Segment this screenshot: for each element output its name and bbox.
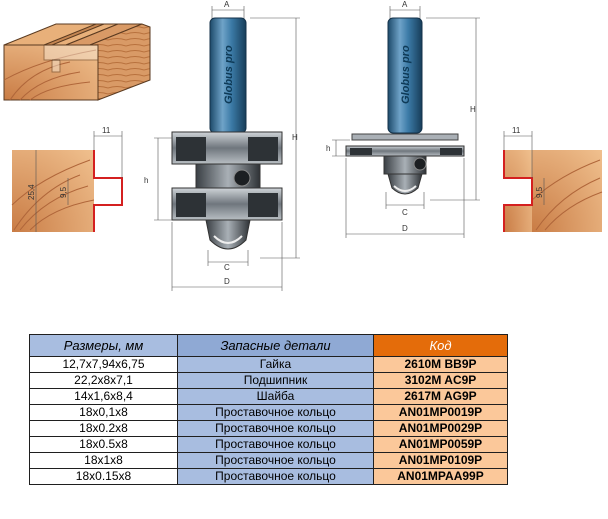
dim-c-center: C <box>224 263 230 272</box>
technical-drawing: 11 25,4 9,5 11 9,5 A Globus pro <box>3 0 603 291</box>
dim-c-right: C <box>402 208 408 217</box>
brand-logo-right: Globus pro <box>400 45 412 104</box>
table-row: 18x1x8 Проставочное кольцо AN01MP0109P <box>29 452 508 469</box>
cell-part: Проставочное кольцо <box>177 404 374 421</box>
cell-part: Гайка <box>177 356 374 373</box>
profile-left-width: 11 <box>102 126 111 135</box>
cell-code: AN01MPAA99P <box>373 468 508 485</box>
table-row: 18x0.2x8 Проставочное кольцо AN01MP0029P <box>29 420 508 437</box>
cell-size: 18x0.5x8 <box>29 436 178 453</box>
dim-h-small-center: h <box>144 176 148 185</box>
cell-part: Проставочное кольцо <box>177 436 374 453</box>
table-row: 14x1,6x8,4 Шайба 2617M AG9P <box>29 388 508 405</box>
header-code: Код <box>373 334 508 357</box>
table-row: 12,7x7,94x6,75 Гайка 2610M BB9P <box>29 356 508 373</box>
brand-logo-center: Globus pro <box>223 45 235 104</box>
dim-d-right: D <box>402 224 408 233</box>
cell-code: AN01MP0029P <box>373 420 508 437</box>
cell-size: 14x1,6x8,4 <box>29 388 178 405</box>
cell-size: 18x0,1x8 <box>29 404 178 421</box>
spare-parts-table: Размеры, мм Запасные детали Код 12,7x7,9… <box>29 334 508 485</box>
table-header-row: Размеры, мм Запасные детали Код <box>29 334 508 357</box>
profile-left-height: 25,4 <box>27 184 36 200</box>
router-bit-two-blades: A Globus pro h H C D <box>144 0 300 291</box>
dim-d-center: D <box>224 277 230 286</box>
profile-right-slot: 9,5 <box>535 186 544 198</box>
cell-code: 3102M AC9P <box>373 372 508 389</box>
dim-h-small-right: h <box>326 144 330 153</box>
cell-part: Подшипник <box>177 372 374 389</box>
table-row: 18x0.15x8 Проставочное кольцо AN01MPAA99… <box>29 468 508 485</box>
cell-size: 18x0.2x8 <box>29 420 178 437</box>
profile-right-width: 11 <box>512 126 521 135</box>
cell-part: Шайба <box>177 388 374 405</box>
router-bit-single-blade: A Globus pro h H C D <box>326 0 480 238</box>
cell-code: 2610M BB9P <box>373 356 508 373</box>
cell-code: 2617M AG9P <box>373 388 508 405</box>
dim-h-large-right: H <box>470 105 476 114</box>
cell-size: 12,7x7,94x6,75 <box>29 356 178 373</box>
cell-part: Проставочное кольцо <box>177 452 374 469</box>
cell-code: AN01MP0019P <box>373 404 508 421</box>
wood-joint-illustration <box>3 23 151 101</box>
table-row: 22,2x8x7,1 Подшипник 3102M AC9P <box>29 372 508 389</box>
left-profile: 11 25,4 9,5 <box>11 126 123 232</box>
table-row: 18x0.5x8 Проставочное кольцо AN01MP0059P <box>29 436 508 453</box>
dim-a-right: A <box>402 0 408 9</box>
cell-part: Проставочное кольцо <box>177 468 374 485</box>
cell-code: AN01MP0109P <box>373 452 508 469</box>
cell-part: Проставочное кольцо <box>177 420 374 437</box>
header-part: Запасные детали <box>177 334 374 357</box>
profile-left-slot: 9,5 <box>59 186 68 198</box>
right-profile: 11 9,5 <box>503 126 603 232</box>
dim-a-center: A <box>224 0 230 9</box>
cell-size: 18x1x8 <box>29 452 178 469</box>
header-size: Размеры, мм <box>29 334 178 357</box>
cell-size: 18x0.15x8 <box>29 468 178 485</box>
table-row: 18x0,1x8 Проставочное кольцо AN01MP0019P <box>29 404 508 421</box>
dim-h-large-center: H <box>292 133 298 142</box>
cell-code: AN01MP0059P <box>373 436 508 453</box>
cell-size: 22,2x8x7,1 <box>29 372 178 389</box>
